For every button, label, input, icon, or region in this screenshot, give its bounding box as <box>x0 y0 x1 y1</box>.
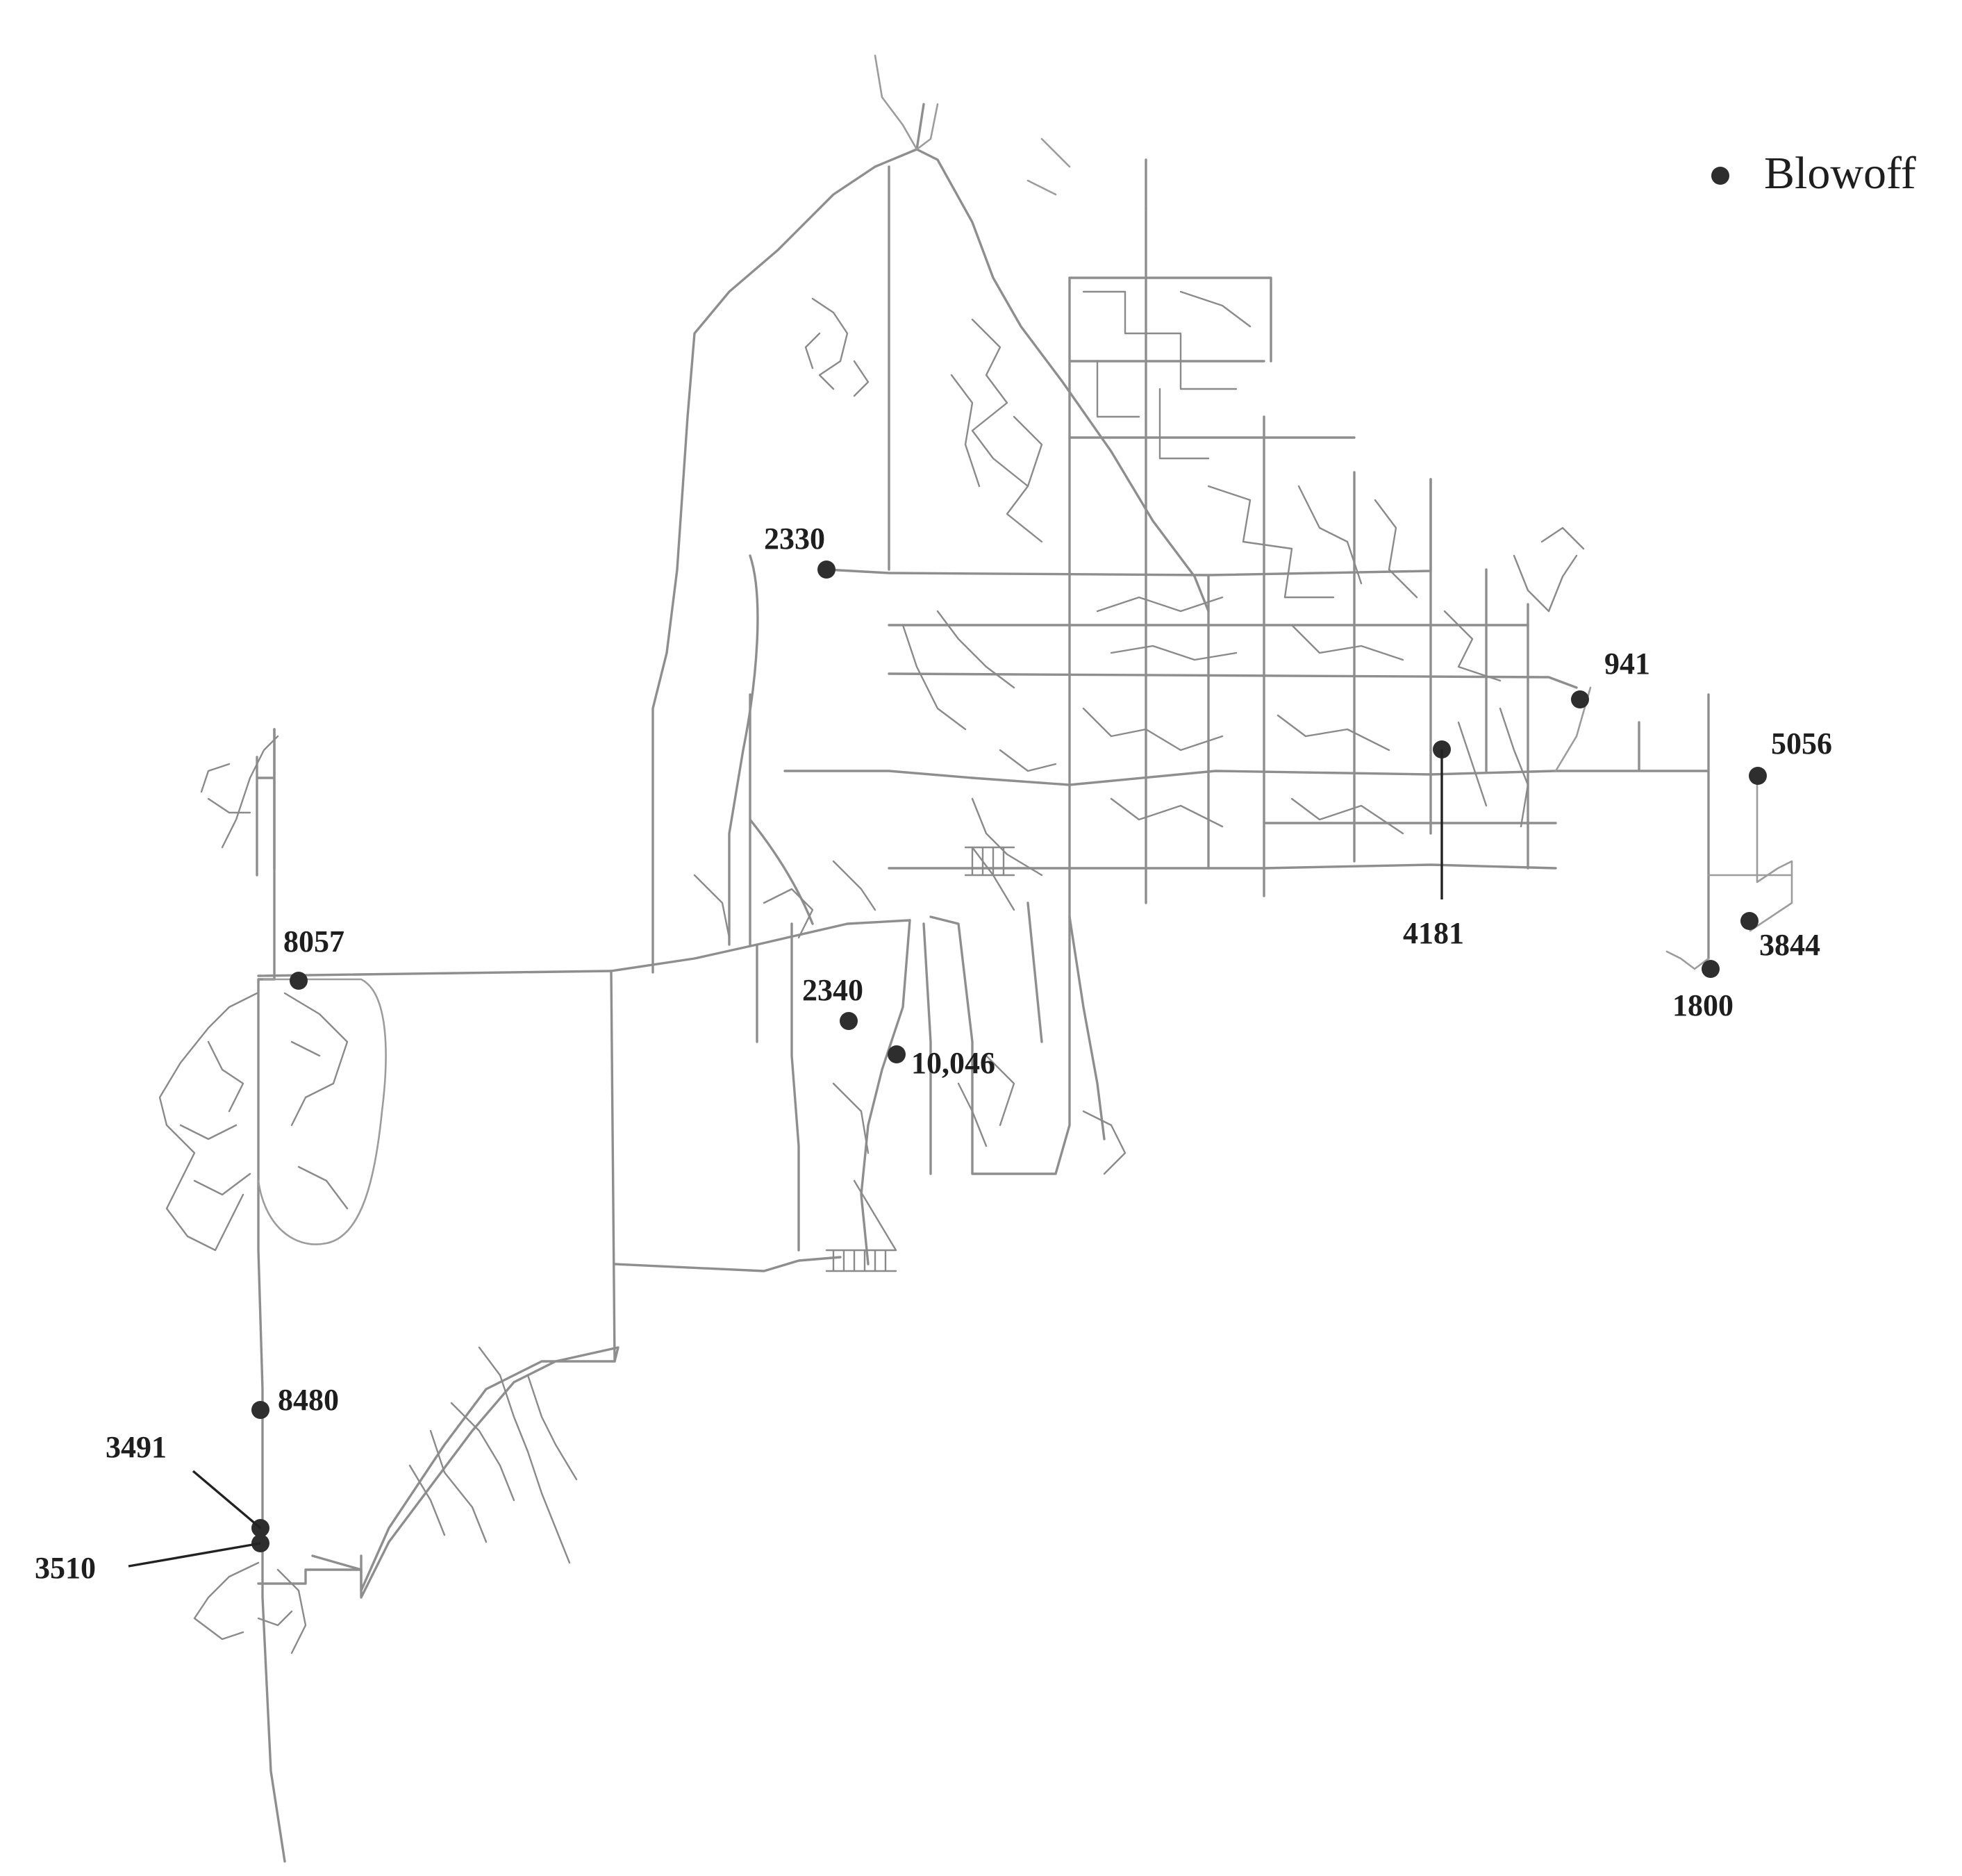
blowoff-label: 2330 <box>764 522 825 556</box>
main-line-east <box>1554 693 1710 960</box>
subnet-north-east <box>950 318 1043 543</box>
subnet-south-plots <box>825 1249 897 1272</box>
blowoff-label: 8057 <box>283 924 344 958</box>
map-legend: Blowoff <box>1711 148 1916 199</box>
blowoff-marker <box>840 1012 858 1030</box>
subnet-east-far <box>1457 526 1585 828</box>
main-line-2330 <box>825 478 1432 576</box>
blowoff-label: 3844 <box>1759 928 1820 962</box>
blowoff-941: 941 <box>1571 647 1650 708</box>
subnet-east-grid-2 <box>1207 485 1418 599</box>
blowoff-10046: 10,046 <box>888 1045 995 1080</box>
blowoff-marker <box>1571 690 1589 708</box>
main-line-1250 <box>888 863 1557 870</box>
blowoff-label: 3510 <box>35 1551 96 1585</box>
west-lake-outline <box>257 978 387 1245</box>
blowoff-markers: 2330 941 5056 4181 3844 1800 8057 <box>35 522 1832 1585</box>
north-top-branches <box>874 54 1071 196</box>
blowoff-label: 941 <box>1604 647 1650 681</box>
main-line-8057 <box>257 919 911 977</box>
blowoff-3491: 3491 <box>106 1430 269 1537</box>
blowoff-3510: 3510 <box>35 1534 269 1585</box>
blowoff-2330: 2330 <box>764 522 835 579</box>
subnet-west-lake <box>158 992 349 1252</box>
main-line-south <box>783 770 1557 786</box>
legend-blowoff-marker <box>1711 167 1729 185</box>
blowoff-8480: 8480 <box>251 1383 339 1419</box>
blowoff-marker <box>1702 960 1720 978</box>
blowoff-label: 2340 <box>802 973 863 1007</box>
southwest-link <box>257 1568 363 1585</box>
blowoff-3844: 3844 <box>1740 912 1820 962</box>
subnet-south-center <box>693 846 1015 939</box>
blowoff-label: 3491 <box>106 1430 167 1464</box>
subnet-east-grid-4 <box>1082 707 1404 835</box>
north-interior-line <box>749 693 814 946</box>
blowoff-marker <box>817 561 835 579</box>
blowoff-8057: 8057 <box>283 924 344 990</box>
south-arm-east <box>1026 902 1106 1140</box>
subnet-north-center <box>804 297 870 397</box>
east-extension <box>1554 686 1793 970</box>
blowoff-label: 4181 <box>1403 916 1464 950</box>
blowoff-marker <box>888 1045 906 1063</box>
central-south-link <box>613 1256 842 1272</box>
blowoff-2340: 2340 <box>802 973 863 1030</box>
east-grid-north <box>1068 158 1356 439</box>
pipe-network <box>256 54 1793 1863</box>
blowoff-1800: 1800 <box>1672 960 1734 1022</box>
subnet-southwest-diagonal <box>408 1346 578 1564</box>
west-upper-branch <box>256 728 276 877</box>
blowoff-marker <box>1740 912 1759 930</box>
blowoff-leader-line <box>128 1542 261 1568</box>
southwest-diagonal <box>311 1346 620 1599</box>
south-arm-middle <box>860 919 932 1265</box>
subnet-east-grid-1 <box>1082 290 1252 460</box>
subnet-center-west <box>901 610 1057 877</box>
residential-subnetworks <box>158 290 1585 1654</box>
south-arm-right <box>929 915 1071 1175</box>
northern-loop <box>651 148 1210 974</box>
east-grid-verticals <box>1068 207 1529 918</box>
northern-spur <box>728 103 925 946</box>
subnet-northwest <box>200 735 279 849</box>
legend-label: Blowoff <box>1764 148 1916 199</box>
blowoff-label: 10,046 <box>911 1046 995 1080</box>
west-trunk-line <box>257 728 286 1863</box>
blowoff-4181: 4181 <box>1403 740 1464 950</box>
subnet-east-grid-3 <box>1096 596 1502 682</box>
blowoff-marker <box>1749 767 1767 785</box>
blowoff-label: 8480 <box>278 1383 339 1417</box>
blowoff-label: 5056 <box>1771 727 1832 761</box>
subnet-west-south <box>193 1561 307 1654</box>
subnet-central-plots <box>964 846 1015 877</box>
subnet-south-arm <box>832 1054 1127 1252</box>
blowoff-marker <box>251 1401 269 1419</box>
blowoff-marker <box>290 972 308 990</box>
south-arm-left <box>756 922 800 1252</box>
main-line-middle <box>888 672 1578 689</box>
blowoff-label: 1800 <box>1672 988 1734 1022</box>
central-block <box>360 970 616 1592</box>
blowoff-5056: 5056 <box>1749 727 1832 785</box>
blowoff-leader-line <box>192 1470 262 1529</box>
